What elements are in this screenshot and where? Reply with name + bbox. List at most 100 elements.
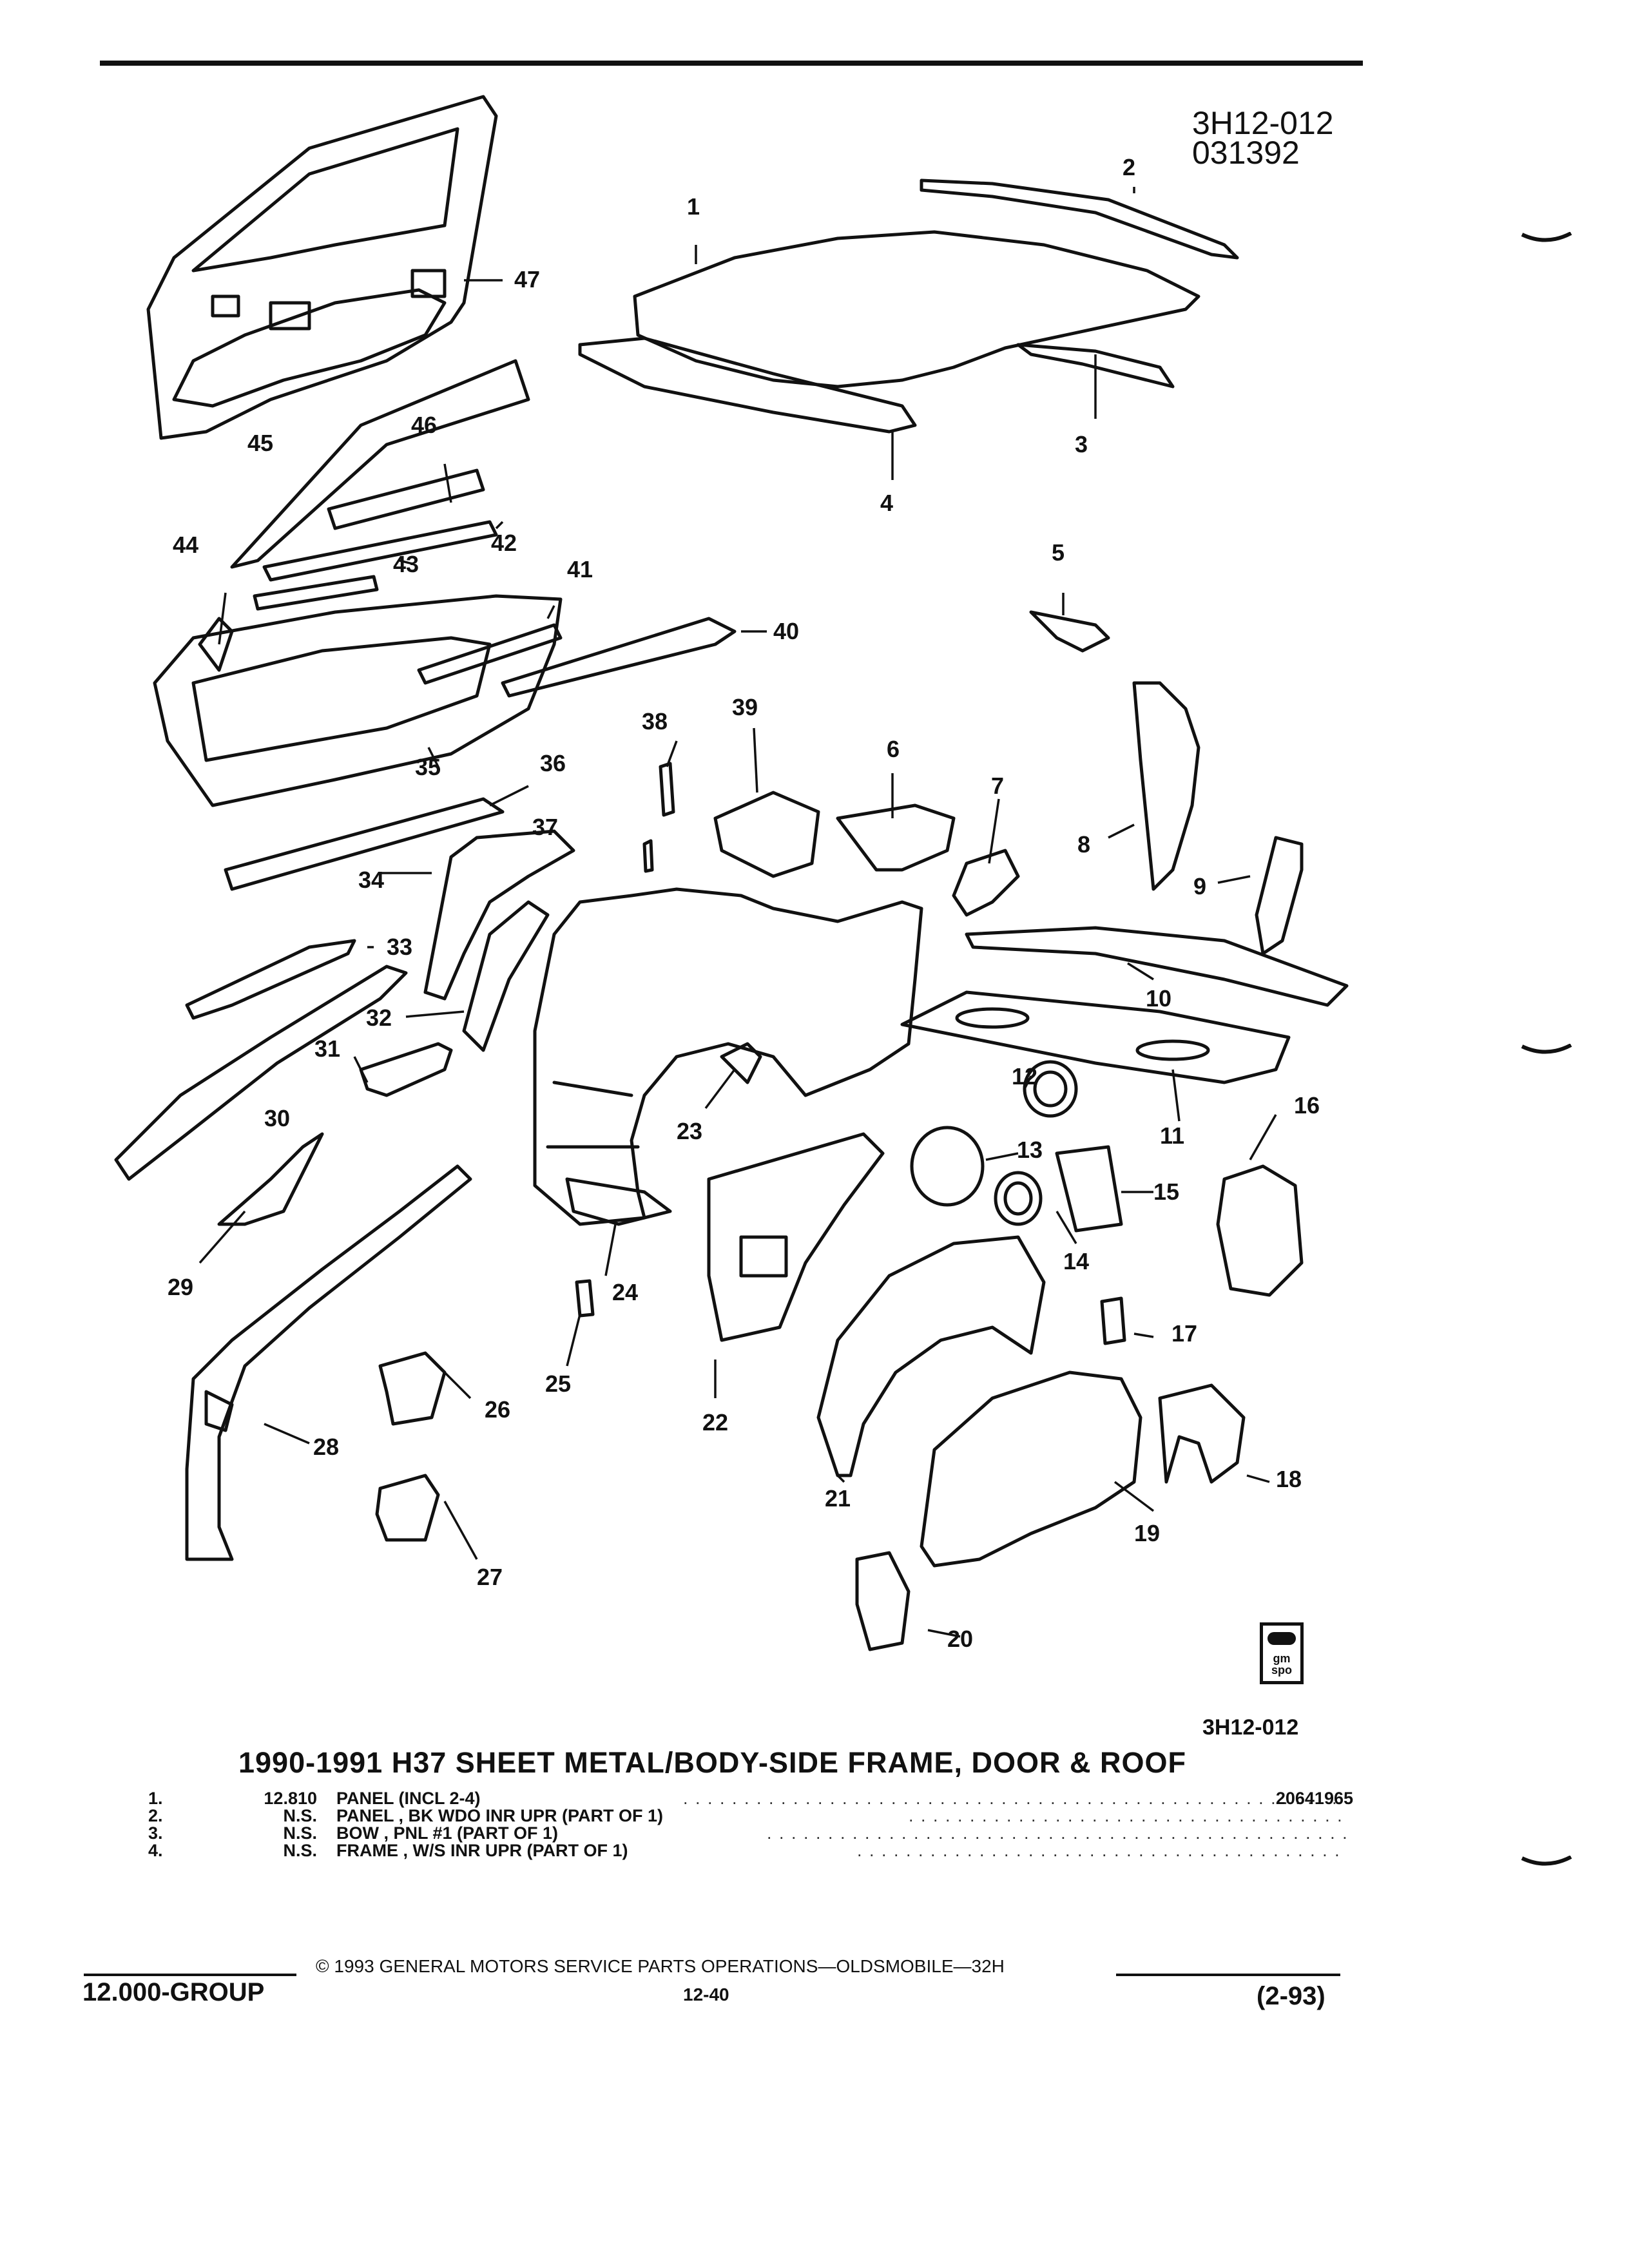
illustration-id: 3H12-012 — [1192, 105, 1334, 141]
copyright-notice: © 1993 GENERAL MOTORS SERVICE PARTS OPER… — [316, 1956, 1005, 1976]
callout-45: 45 — [247, 430, 273, 456]
callout-19: 19 — [1134, 1520, 1160, 1546]
callout-12: 12 — [1012, 1063, 1037, 1090]
page-number: 12-40 — [683, 1984, 729, 2004]
part-18-bracket — [1158, 1383, 1246, 1484]
callout-labels: 1 2 3 4 5 6 7 8 9 10 11 12 13 14 15 16 1… — [168, 154, 1320, 1652]
callout-13: 13 — [1017, 1137, 1043, 1163]
callout-11: 11 — [1160, 1122, 1184, 1149]
item-number: 1. — [148, 1789, 163, 1808]
logo-text: gm spo — [1271, 1652, 1292, 1677]
exploded-parts-diagram: 1 2 3 4 5 6 7 8 9 10 11 12 13 14 15 16 1… — [114, 95, 1349, 1652]
callout-37: 37 — [532, 814, 558, 840]
group-code: N.S. — [283, 1823, 317, 1843]
callout-4: 4 — [880, 490, 893, 516]
part-20-bracket — [855, 1551, 911, 1651]
part-40-roof-rail — [501, 617, 737, 698]
part-description: BOW , PNL #1 (PART OF 1) — [336, 1823, 559, 1843]
part-38-clip — [659, 762, 675, 817]
part-7-hinge — [952, 849, 1020, 917]
dot-leader: . . . . . . . . . . . . . . . . . . . . … — [683, 1790, 1347, 1807]
part-description: FRAME , W/S INR UPR (PART OF 1) — [336, 1841, 628, 1860]
callout-39: 39 — [732, 694, 758, 720]
illustration-date-code: 031392 — [1192, 135, 1300, 171]
part-17-bracket — [1100, 1296, 1126, 1345]
callout-22: 22 — [702, 1409, 728, 1436]
part-23-bracket — [720, 1042, 762, 1084]
part-19-rear-wheelhouse — [920, 1370, 1142, 1568]
callout-24: 24 — [612, 1279, 638, 1305]
binder-mark — [1521, 1044, 1572, 1054]
part-28-hinge-pillar — [185, 1164, 472, 1561]
section-title: 1990-1991 H37 SHEET METAL/BODY-SIDE FRAM… — [238, 1746, 1186, 1779]
part-35-door-inner-panel — [153, 594, 563, 807]
part-21-wheelhouse-inner — [816, 1235, 1046, 1477]
leader-lines — [198, 187, 1277, 1638]
callout-28: 28 — [313, 1434, 339, 1460]
callout-16: 16 — [1294, 1092, 1320, 1119]
callout-21: 21 — [825, 1485, 851, 1512]
callout-14: 14 — [1063, 1248, 1089, 1274]
part-16-panel — [1216, 1164, 1304, 1297]
callout-46: 46 — [411, 412, 437, 438]
part-1-roof-panel — [633, 230, 1200, 389]
top-rule — [100, 61, 1363, 66]
dot-leader: . . . . . . . . . . . . . . . . . . . . … — [909, 1807, 1347, 1825]
part-33-roof-rail-strip — [185, 939, 356, 1020]
callout-6: 6 — [887, 736, 900, 762]
callout-20: 20 — [947, 1626, 973, 1652]
part-6-pad — [836, 803, 956, 872]
part-46-door-belt-molding — [327, 468, 485, 530]
callout-41: 41 — [567, 556, 593, 582]
callout-8: 8 — [1077, 831, 1090, 858]
callout-36: 36 — [540, 750, 566, 776]
callout-34: 34 — [358, 867, 384, 893]
group-code: 12.810 — [264, 1789, 317, 1808]
part-26-bracket — [378, 1351, 447, 1426]
part-9-bracket — [1255, 836, 1304, 956]
part-25-bracket — [575, 1279, 595, 1318]
part-5-bracket — [1029, 610, 1110, 653]
callout-17: 17 — [1171, 1320, 1197, 1347]
callout-27: 27 — [477, 1564, 503, 1590]
part-45-door-glass-run — [230, 359, 530, 569]
parts-list: 1. 12.810 PANEL (INCL 2-4) . . . . . . .… — [148, 1790, 1353, 1860]
group-label: 12.000-GROUP — [82, 1978, 265, 2006]
part-2-back-window-inner-upper-panel — [920, 178, 1239, 260]
part-43-door-strip — [253, 575, 379, 611]
part-22-quarter-inner-panel — [707, 1132, 885, 1342]
callout-10: 10 — [1146, 985, 1171, 1012]
part-15-plate — [1055, 1145, 1123, 1233]
callout-2: 2 — [1123, 154, 1135, 180]
callout-26: 26 — [485, 1396, 510, 1423]
callout-38: 38 — [642, 708, 668, 735]
callout-29: 29 — [168, 1274, 193, 1300]
gm-spo-logo: gm spo — [1260, 1622, 1304, 1684]
part-number: 20641965 — [1275, 1789, 1353, 1808]
callout-23: 23 — [677, 1118, 702, 1144]
callout-15: 15 — [1153, 1178, 1179, 1205]
callout-32: 32 — [366, 1004, 392, 1031]
part-11-rear-shelf-panel — [900, 990, 1291, 1084]
item-number: 4. — [148, 1841, 163, 1860]
callout-7: 7 — [991, 773, 1004, 799]
part-39-bracket — [713, 791, 820, 878]
callout-44: 44 — [173, 532, 198, 558]
part-30-pillar — [114, 965, 408, 1181]
part-8-pillar — [1132, 681, 1200, 891]
illustration-caption-code: 3H12-012 — [1202, 1715, 1299, 1740]
dot-leader: . . . . . . . . . . . . . . . . . . . . … — [857, 1842, 1347, 1860]
callout-47: 47 — [514, 266, 540, 293]
callout-30: 30 — [264, 1105, 290, 1131]
part-24-quarter-lower-panel — [565, 1177, 672, 1226]
callout-9: 9 — [1193, 873, 1206, 899]
part-description: PANEL , BK WDO INR UPR (PART OF 1) — [336, 1806, 664, 1825]
callout-5: 5 — [1052, 539, 1065, 566]
parts-list-row: 2. N.S. PANEL , BK WDO INR UPR (PART OF … — [148, 1807, 1353, 1825]
binder-mark — [1521, 1856, 1572, 1866]
part-37-clip — [642, 839, 654, 873]
item-number: 3. — [148, 1823, 163, 1843]
part-44-door-hinge-pillar — [198, 617, 234, 672]
illustration-code: 3H12-012 031392 — [1192, 105, 1334, 171]
part-4-windshield-inner-upper-frame — [578, 336, 917, 434]
